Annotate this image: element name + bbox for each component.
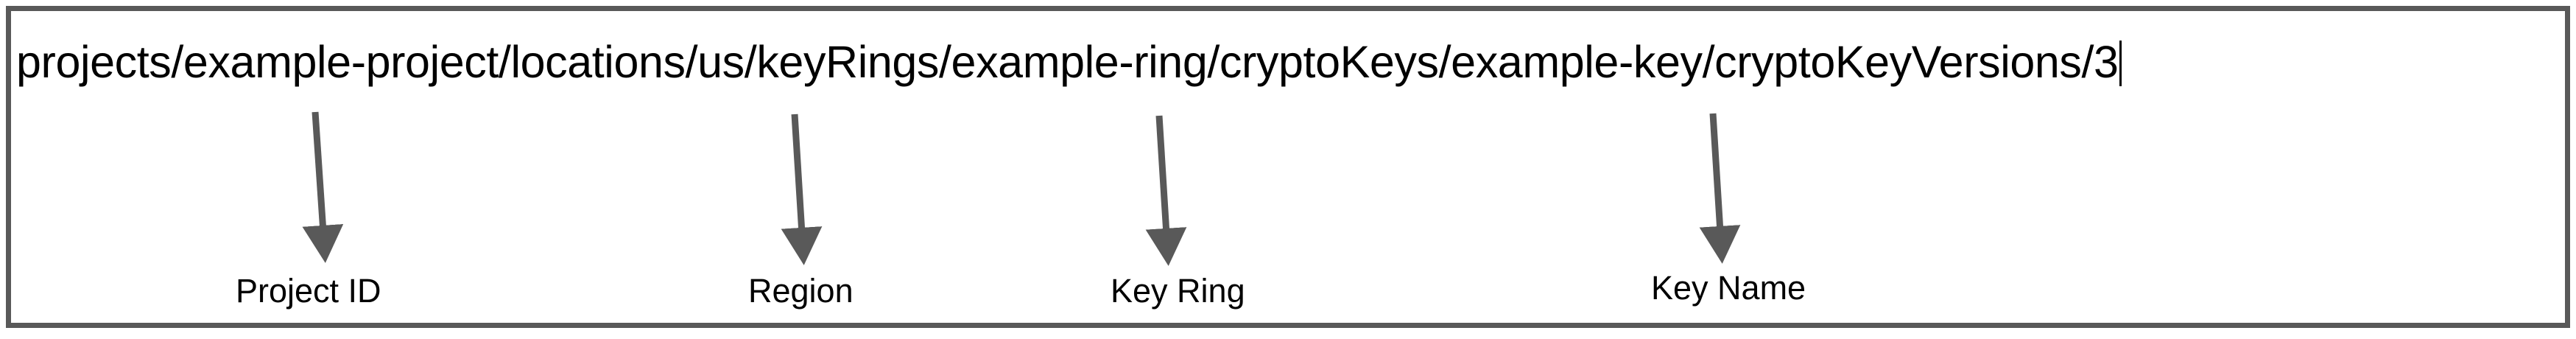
resource-path-text[interactable]: projects/example-project/locations/us/ke… <box>16 35 2122 88</box>
annotation-label-project-id: Project ID <box>236 272 381 310</box>
diagram-frame <box>6 6 2570 328</box>
annotation-label-key-ring: Key Ring <box>1111 272 1245 310</box>
annotation-label-key-name: Key Name <box>1651 269 1806 307</box>
text-caret-icon <box>2119 41 2122 86</box>
resource-path-value: projects/example-project/locations/us/ke… <box>16 37 2119 87</box>
annotation-label-region: Region <box>748 272 854 310</box>
